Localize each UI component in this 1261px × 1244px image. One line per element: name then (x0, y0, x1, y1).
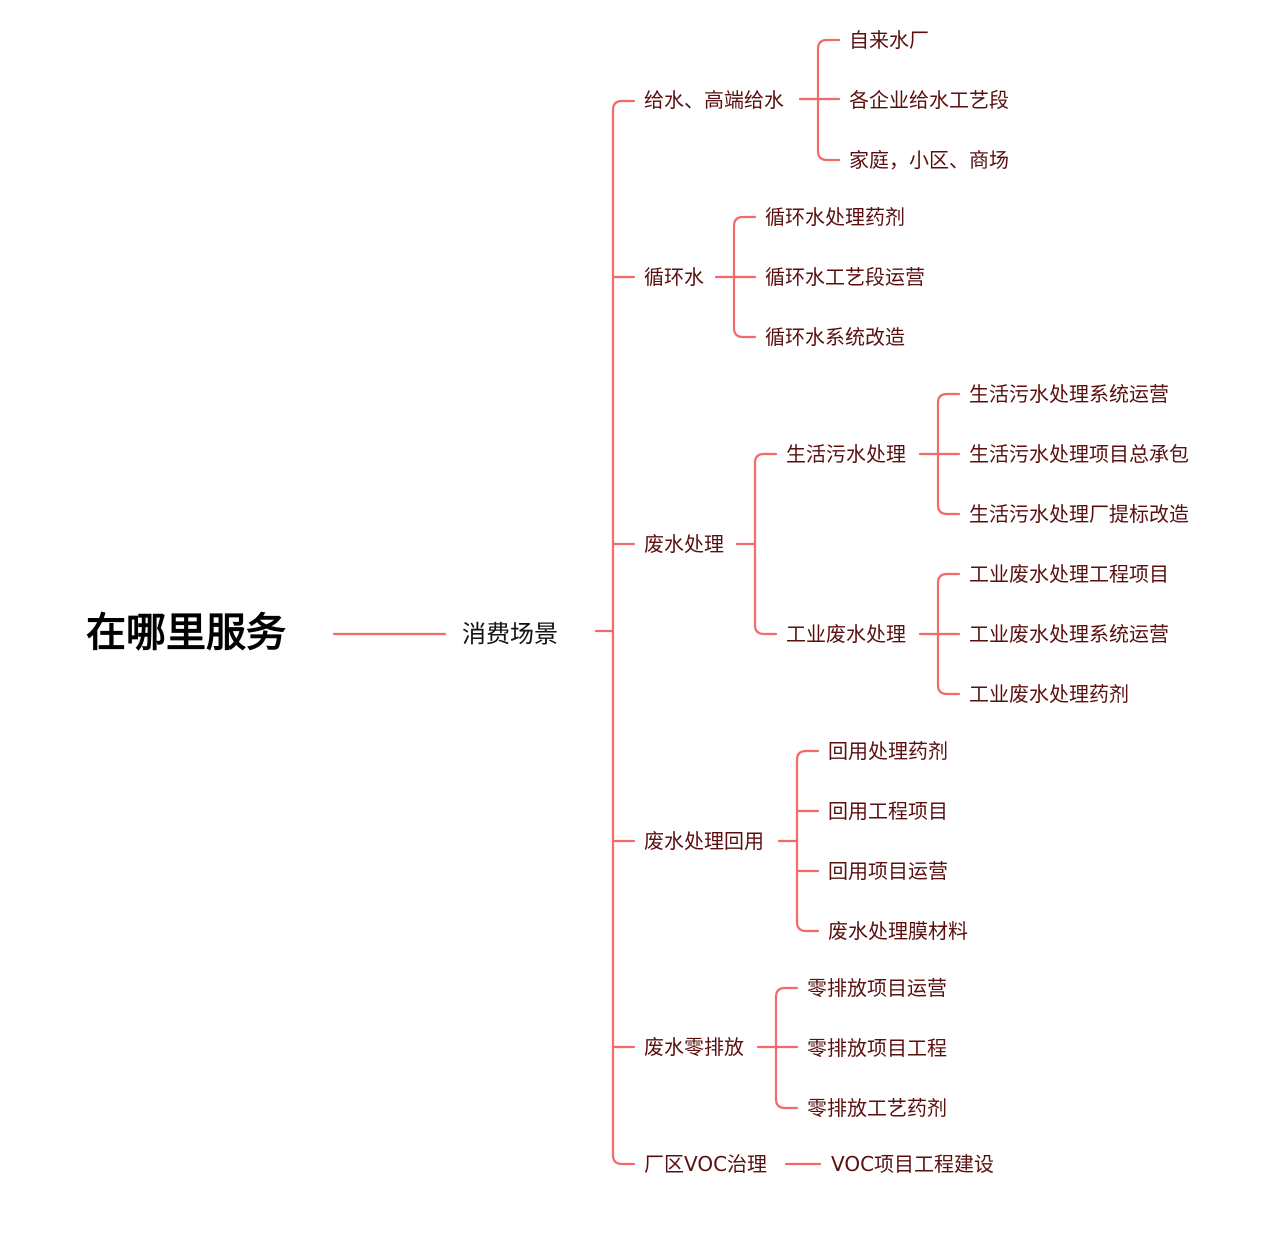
leaf-circulating-1: 循环水处理药剂 (765, 205, 905, 229)
leaf-reuse-3: 回用项目运营 (828, 859, 948, 883)
link-branch-circulating (714, 215, 757, 339)
leaf-reuse-2: 回用工程项目 (828, 799, 948, 823)
link-group-domestic (918, 392, 961, 516)
leaf-zero-discharge-3: 零排放工艺药剂 (807, 1096, 947, 1120)
leaf-voc-1: VOC项目工程建设 (831, 1152, 995, 1176)
leaf-domestic-3: 生活污水处理厂提标改造 (969, 502, 1189, 526)
leaf-water-supply-1: 自来水厂 (849, 28, 929, 52)
leaf-water-supply-3: 家庭，小区、商场 (849, 148, 1009, 172)
group-industrial-wastewater: 工业废水处理 (786, 622, 906, 646)
branch-reuse: 废水处理回用 (644, 829, 764, 853)
leaf-domestic-2: 生活污水处理项目总承包 (969, 442, 1189, 466)
leaf-industrial-2: 工业废水处理系统运营 (969, 622, 1169, 646)
leaf-industrial-3: 工业废水处理药剂 (969, 682, 1129, 706)
center-node: 消费场景 (462, 620, 558, 648)
branch-voc: 厂区VOC治理 (644, 1152, 768, 1176)
link-branch-wastewater (735, 452, 778, 636)
leaf-circulating-3: 循环水系统改造 (765, 325, 905, 349)
leaf-reuse-4: 废水处理膜材料 (828, 919, 968, 943)
leaf-zero-discharge-2: 零排放项目工程 (807, 1036, 947, 1060)
group-domestic-sewage: 生活污水处理 (786, 442, 906, 466)
link-center-trunk (594, 99, 636, 1166)
leaf-industrial-1: 工业废水处理工程项目 (969, 562, 1169, 586)
link-group-industrial (918, 572, 961, 696)
link-branch-water-supply (798, 38, 841, 162)
root-node: 在哪里服务 (86, 610, 286, 656)
branch-zero-discharge: 废水零排放 (644, 1035, 744, 1059)
leaf-zero-discharge-1: 零排放项目运营 (807, 976, 947, 1000)
branch-circulating: 循环水 (644, 265, 704, 289)
branch-wastewater: 废水处理 (644, 532, 724, 556)
leaf-water-supply-2: 各企业给水工艺段 (849, 88, 1009, 112)
leaf-circulating-2: 循环水工艺段运营 (765, 265, 925, 289)
branch-water-supply: 给水、高端给水 (644, 88, 784, 112)
leaf-reuse-1: 回用处理药剂 (828, 739, 948, 763)
link-branch-zero-discharge (756, 986, 799, 1110)
leaf-domestic-1: 生活污水处理系统运营 (969, 382, 1169, 406)
link-branch-reuse (777, 749, 820, 933)
